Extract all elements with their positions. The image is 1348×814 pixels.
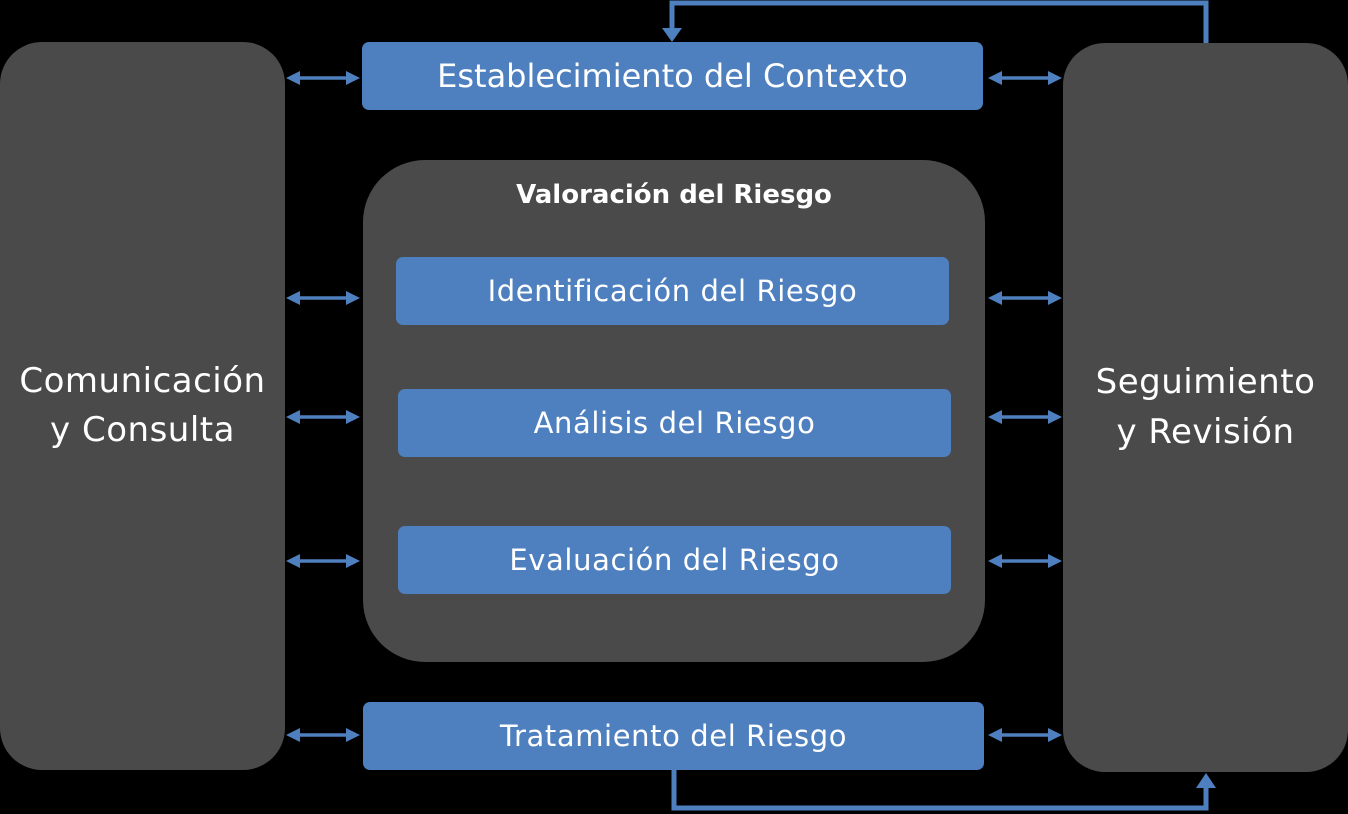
risk-identification-box: Identificación del Riesgo [396,257,949,325]
feedback-loop-top [669,0,1209,43]
risk-identification-label: Identificación del Riesgo [487,274,858,308]
monitoring-label-line2: y Revisión [1116,411,1295,452]
risk-analysis-box: Análisis del Riesgo [398,389,951,457]
left-arrow-identification [286,291,360,305]
context-establishment-box: Establecimiento del Contexto [362,42,983,110]
context-establishment-label: Establecimiento del Contexto [437,57,908,95]
risk-treatment-box: Tratamiento del Riesgo [363,702,984,770]
communication-consultation-panel: Comunicación y Consulta [0,42,285,770]
feedback-loop-top-arrowhead [662,28,682,42]
left-arrow-evaluation [286,554,360,568]
communication-label-line1: Comunicación [19,360,266,401]
communication-label-line2: y Consulta [50,410,235,450]
feedback-loop-bottom [671,770,1209,811]
monitoring-review-panel: Seguimiento y Revisión [1063,43,1348,772]
left-arrow-analysis [286,410,360,424]
right-arrow-identification [988,291,1062,305]
risk-assessment-title: Valoración del Riesgo [516,180,832,210]
right-arrow-evaluation [988,554,1062,568]
risk-analysis-label: Análisis del Riesgo [533,406,816,440]
feedback-loop-bottom-arrowhead [1196,773,1216,788]
monitoring-label-line1: Seguimiento [1095,362,1316,403]
right-arrow-treatment [988,728,1062,742]
left-arrow-treatment [286,728,360,742]
left-arrow-context [286,71,360,85]
risk-evaluation-box: Evaluación del Riesgo [398,526,951,594]
right-arrow-context [988,71,1062,85]
risk-evaluation-label: Evaluación del Riesgo [509,543,840,577]
risk-treatment-label: Tratamiento del Riesgo [499,719,848,753]
right-arrow-analysis [988,410,1062,424]
